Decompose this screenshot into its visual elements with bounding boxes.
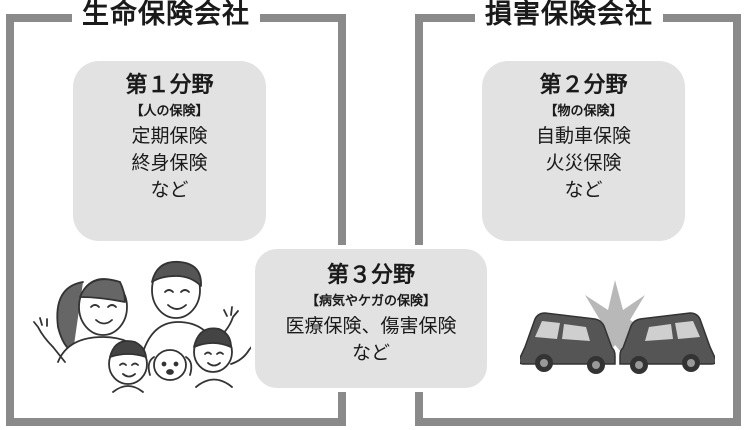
field2-item: など bbox=[564, 179, 603, 201]
field1-item: 定期保険 bbox=[131, 125, 208, 147]
field2-item: 自動車保険 bbox=[535, 125, 631, 147]
field2-box: 第２分野 【物の保険】 自動車保険 火災保険 など bbox=[482, 61, 685, 241]
field3-item: 医療保険、傷害保険 bbox=[285, 315, 457, 337]
field1-item: 終身保険 bbox=[131, 152, 208, 174]
field1-name: 第１分野 bbox=[125, 73, 214, 98]
family-illustration bbox=[33, 260, 254, 393]
field3-name: 第３分野 bbox=[326, 263, 415, 288]
field3-item: など bbox=[351, 342, 390, 364]
field1-category: 【人の保険】 bbox=[130, 104, 209, 119]
car-collision-illustration bbox=[520, 280, 715, 374]
field2-item: 火災保険 bbox=[545, 152, 622, 174]
field1-item: など bbox=[150, 179, 189, 201]
life-insurance-title: 生命保険会社 bbox=[72, 0, 260, 30]
field1-box: 第１分野 【人の保険】 定期保険 終身保険 など bbox=[73, 61, 266, 241]
nonlife-insurance-title: 損害保険会社 bbox=[475, 0, 663, 30]
field2-category: 【物の保険】 bbox=[544, 104, 623, 119]
field3-box: 第３分野 【病気やケガの保険】 医療保険、傷害保険 など bbox=[251, 245, 491, 392]
field2-name: 第２分野 bbox=[539, 73, 628, 98]
field3-category: 【病気やケガの保険】 bbox=[305, 294, 436, 309]
